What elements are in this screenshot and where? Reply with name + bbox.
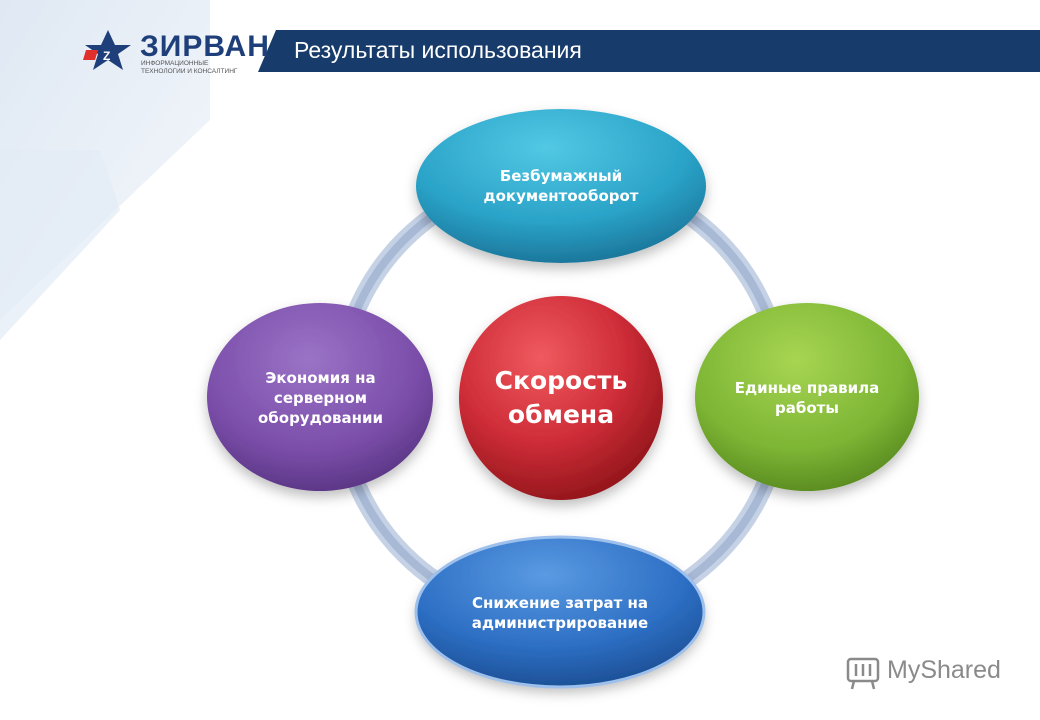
node-left-ellipse: [207, 303, 433, 491]
node-top-ellipse: [416, 109, 706, 263]
node-center-label: Скорость обмена: [494, 366, 628, 429]
company-logo-icon: Z: [83, 30, 131, 70]
node-right-ellipse: [695, 303, 919, 491]
node-bottom-rim: [414, 535, 706, 689]
myshared-logo-icon: [846, 657, 880, 690]
company-logo-subtitle: ИНФОРМАЦИОННЫЕ ТЕХНОЛОГИИ И КОНСАЛТИНГ: [141, 60, 238, 75]
company-logo-name: ЗИРВАН: [140, 30, 270, 63]
header-band-accent: [222, 30, 274, 72]
node-bottom-ellipse: [416, 537, 704, 687]
node-right-label: Единые правила работы: [734, 379, 880, 417]
slide-title: Результаты использования: [294, 37, 582, 63]
background-left-stripe: [0, 150, 120, 340]
node-top-label: Безбумажный документооборот: [483, 167, 639, 205]
node-left-label: Экономия на серверном оборудовании: [257, 369, 384, 427]
svg-text:Z: Z: [103, 49, 110, 63]
node-center-ellipse: [459, 296, 663, 500]
header-band: [258, 30, 1040, 72]
node-bottom-label: Снижение затрат на администрирование: [471, 594, 649, 632]
watermark-text: MyShared: [887, 656, 1001, 684]
